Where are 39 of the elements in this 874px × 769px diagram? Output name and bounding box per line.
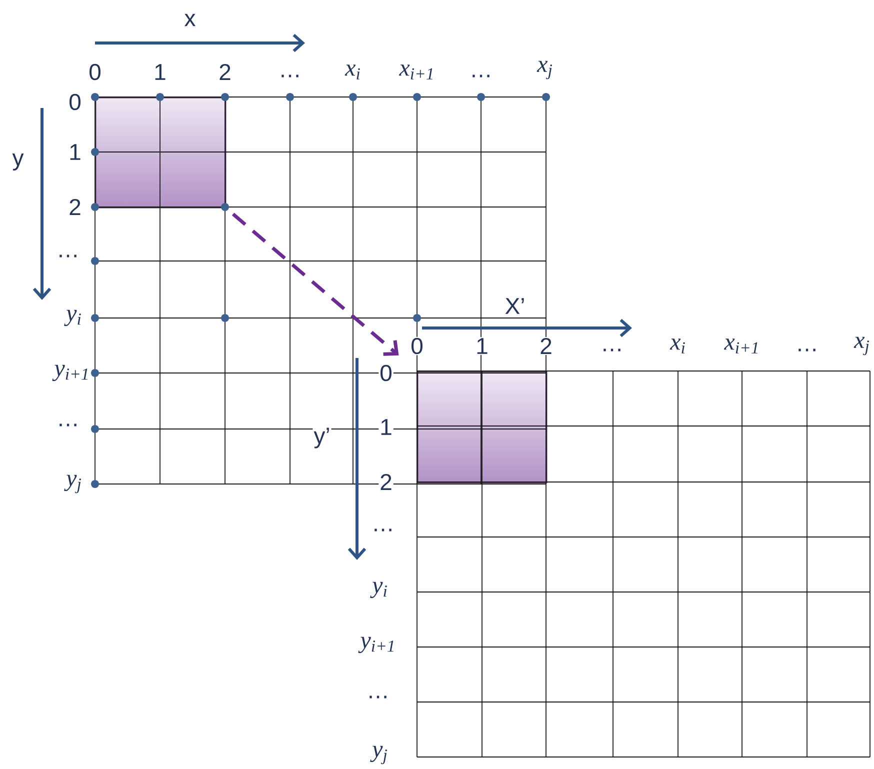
dashed-arrow <box>232 212 399 356</box>
axis-label: … <box>600 348 624 352</box>
axis-label: x$_{j}$ <box>536 60 554 80</box>
axis-label: … <box>366 694 390 700</box>
shaded-square <box>95 97 226 208</box>
axis-label: 1 <box>68 143 82 161</box>
axis-label: … <box>278 74 302 78</box>
axis-label: x$_{j}$ <box>853 336 871 356</box>
axis-label: x$_{i}$ <box>344 64 362 80</box>
axis-label: x <box>183 12 197 28</box>
axis-label: 0 <box>68 92 82 112</box>
axis-label: 0 <box>378 364 394 382</box>
axis-label: x$_{i}$ <box>669 338 687 354</box>
axis-label: x$_{i+1}$ <box>398 64 436 80</box>
axis-label: 1 <box>378 418 394 436</box>
axis-label: y$_{i}$ <box>64 308 83 328</box>
axis-label: y <box>11 152 25 172</box>
axis-label: … <box>468 74 494 78</box>
axis-label: y$_{i+1}$ <box>52 364 91 382</box>
axis-label: y$_{j}$ <box>370 744 389 766</box>
axis-label: x$_{i+1}$ <box>723 338 761 354</box>
axis-label: 1 <box>474 337 490 355</box>
shaded-square <box>417 371 548 484</box>
axis-label: 2 <box>538 336 554 356</box>
axis-label: … <box>370 528 396 532</box>
axis-label: 0 <box>88 62 102 82</box>
axis-label: y$_{i+1}$ <box>358 636 397 654</box>
axis-label: 1 <box>152 63 168 81</box>
axis-label: 2 <box>68 198 82 216</box>
axis-label: y$_{i}$ <box>370 580 389 600</box>
axis-label: 2 <box>218 62 232 82</box>
axis-label: y’ <box>312 426 332 450</box>
axis-label: … <box>794 348 820 352</box>
axis-label: y$_{j}$ <box>64 474 83 494</box>
axis-label: 0 <box>410 336 424 356</box>
axis-label: … <box>56 254 80 258</box>
axis-label: X’ <box>504 297 526 315</box>
axis-label: 2 <box>378 472 394 492</box>
axis-label: … <box>56 422 80 428</box>
